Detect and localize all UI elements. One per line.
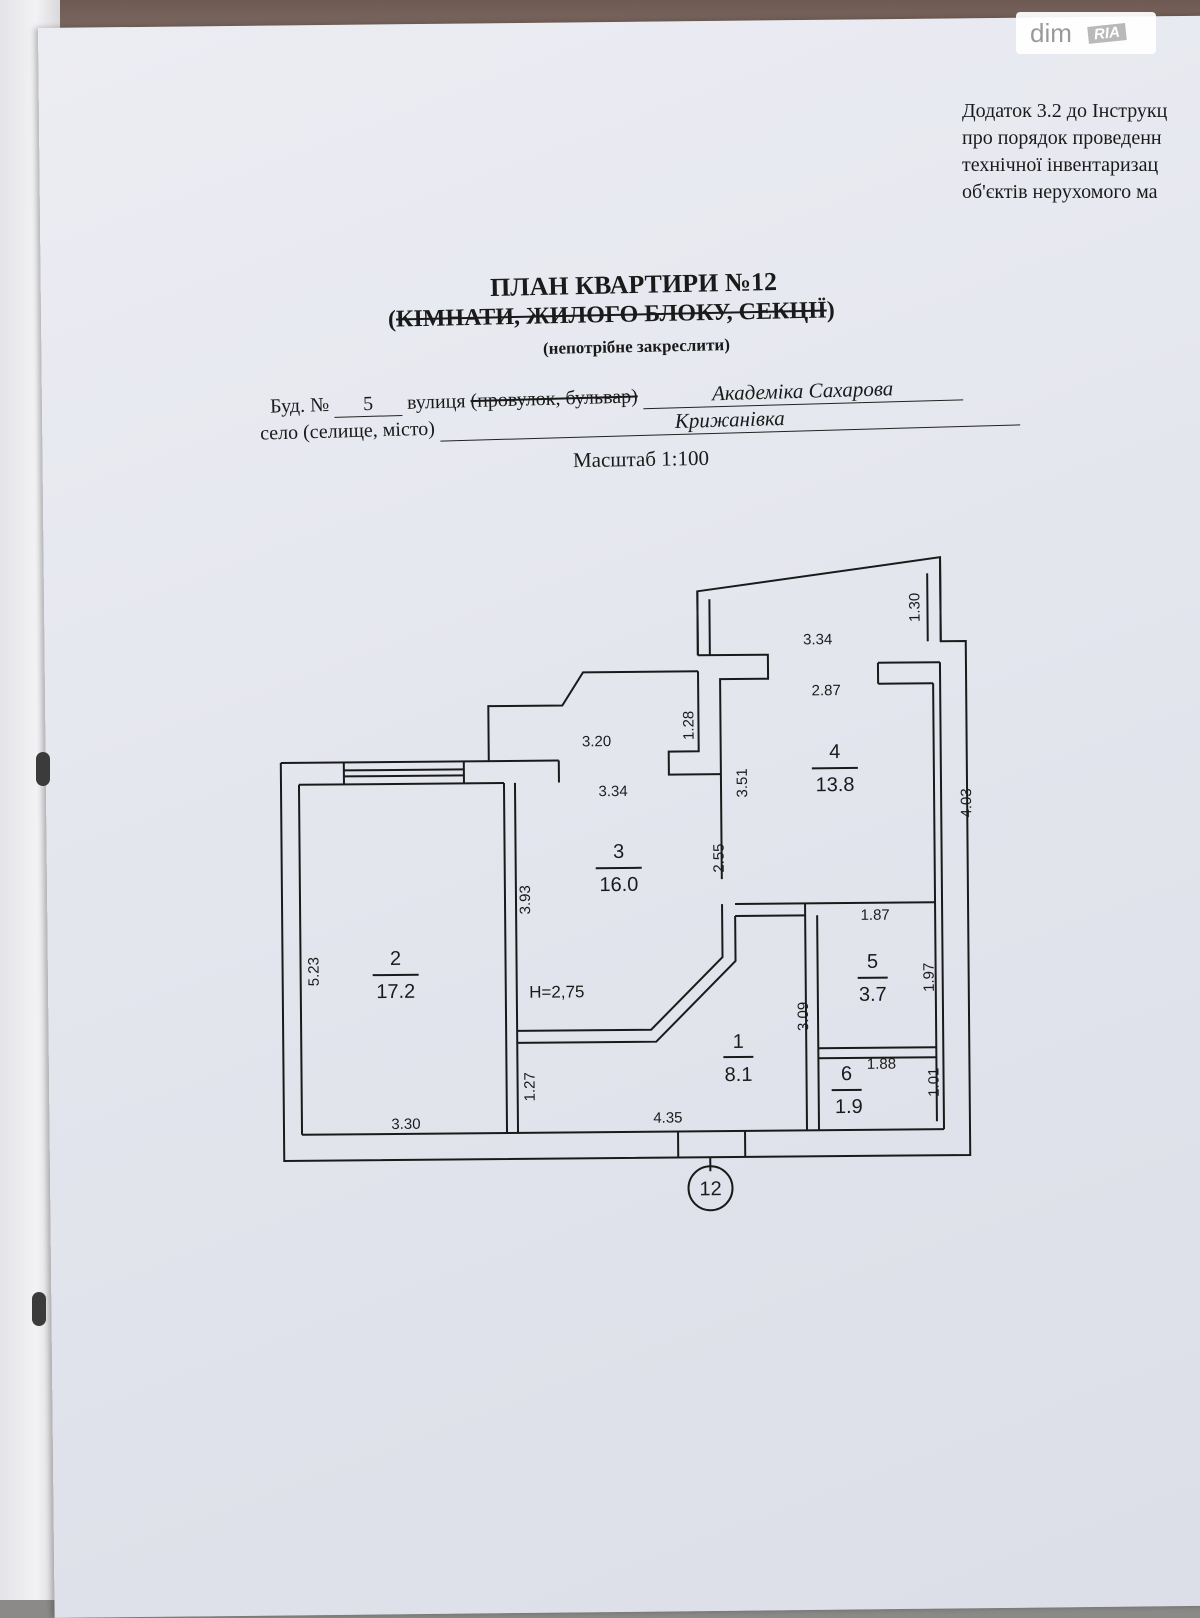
partition	[735, 915, 805, 916]
dimension-label: 3.34	[598, 783, 627, 800]
room-5-number: 5	[867, 951, 878, 973]
ceiling-height: H=2,75	[529, 982, 584, 1001]
dimension-label: 1.28	[680, 711, 697, 740]
dimension-label: 3.09	[795, 1002, 812, 1031]
room-4-number: 4	[829, 741, 840, 763]
outer-wall	[281, 761, 559, 763]
partition	[817, 915, 819, 1130]
dimension-label: 3.20	[582, 733, 611, 750]
partition	[515, 783, 518, 1133]
partition	[516, 916, 736, 1043]
partition	[735, 902, 935, 904]
wall	[698, 655, 770, 880]
partition	[818, 1047, 936, 1048]
room-6-area: 1.9	[835, 1096, 863, 1118]
dimension-label: 4.03	[958, 788, 975, 817]
dimension-label: 1.27	[521, 1072, 538, 1101]
outer-wall	[299, 783, 504, 785]
partition	[516, 904, 723, 1031]
room-2-number: 2	[390, 948, 401, 970]
room-3-number: 3	[613, 841, 624, 863]
room-6-number: 6	[841, 1063, 852, 1085]
wall	[927, 573, 928, 641]
room-1-area: 8.1	[725, 1064, 753, 1086]
dimension-label: 1.30	[906, 593, 923, 622]
dimension-label: 4.35	[653, 1109, 682, 1126]
dimension-label: 3.30	[391, 1116, 420, 1133]
dimension-label: 5.23	[305, 957, 322, 986]
dimension-label: 1.87	[860, 907, 889, 924]
apartment-marker: 12	[699, 1178, 721, 1200]
partition	[504, 783, 507, 1133]
outer-wall	[878, 662, 940, 663]
dimension-label: 2.55	[711, 843, 728, 872]
outer-wall	[940, 662, 944, 1129]
window	[344, 769, 464, 770]
dimension-label: 1.01	[925, 1068, 942, 1097]
room-1-number: 1	[733, 1031, 744, 1053]
dimension-label: 2.87	[812, 682, 841, 699]
dimension-label: 3.51	[734, 768, 751, 797]
room-5-area: 3.7	[859, 984, 887, 1006]
dimension-label: 3.34	[803, 631, 832, 648]
room-3-area: 16.0	[599, 874, 638, 896]
window	[344, 775, 464, 776]
dimension-label: 1.88	[867, 1056, 896, 1073]
outer-wall	[299, 785, 302, 1135]
room-2-area: 17.2	[376, 981, 415, 1003]
dimension-label: 3.93	[517, 885, 534, 914]
wall	[697, 591, 698, 655]
wall	[940, 557, 941, 641]
dimension-label: 1.97	[921, 963, 938, 992]
room-4-area: 13.8	[815, 774, 854, 796]
